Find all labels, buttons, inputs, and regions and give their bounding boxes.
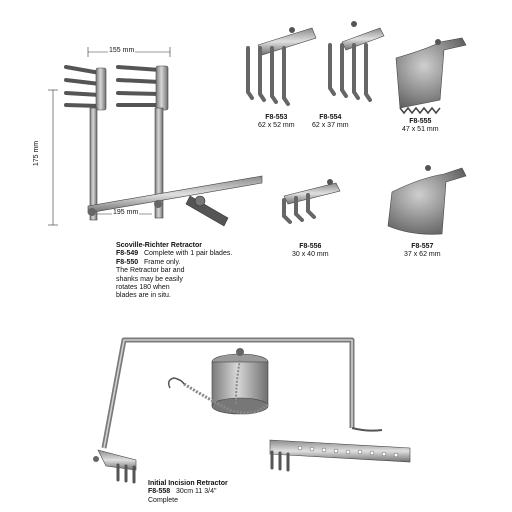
product-caption-f8-557: F8-557 37 x 62 mm — [404, 243, 441, 260]
product-code: F8-557 — [411, 243, 434, 250]
item-code: F8-550 — [116, 258, 139, 266]
product-caption-f8-555: F8-555 47 x 51 mm — [402, 118, 439, 135]
scoop-blade-f8-557-illustration — [387, 165, 467, 235]
height-dimension-label: 175 mm — [33, 139, 41, 168]
scoville-title: Scoville-Richter Retractor — [116, 242, 202, 249]
initial-item-f8-558: F8-558 30cm 11 3/4" — [148, 488, 228, 496]
scoville-item-f8-549: F8-549 Complete with 1 pair blades. — [116, 250, 232, 258]
product-caption-f8-554: F8-554 62 x 37 mm — [312, 114, 349, 131]
product-size: 47 x 51 mm — [402, 126, 439, 134]
item-desc: Complete with 1 pair blades. — [143, 250, 233, 258]
product-code: F8-556 — [299, 243, 322, 250]
scoville-note-line: rotates 180 when — [116, 284, 170, 292]
product-size: 37 x 62 mm — [404, 251, 441, 259]
scoville-richter-caption: Scoville-Richter Retractor F8-549 Comple… — [116, 242, 232, 301]
product-size: 30 x 40 mm — [292, 251, 329, 259]
item-desc: 30cm 11 3/4" — [175, 488, 217, 496]
scoville-note-line: shanks may be easily — [116, 275, 183, 283]
initial-note: Complete — [148, 496, 178, 504]
product-caption-f8-553: F8-553 62 x 52 mm — [258, 114, 295, 131]
rake-blade-f8-556-illustration — [282, 179, 341, 224]
width-dimension-label: 155 mm — [108, 47, 136, 54]
scoville-richter-retractor-illustration — [48, 47, 263, 227]
product-code: F8-555 — [409, 118, 432, 125]
product-code: F8-553 — [265, 114, 288, 121]
scoville-item-f8-550: F8-550 Frame only. — [116, 259, 232, 267]
initial-incision-retractor-illustration — [93, 337, 411, 484]
scoville-note-line: The Retractor bar and — [116, 267, 185, 275]
product-code: F8-554 — [319, 114, 342, 121]
rake-blade-f8-553-illustration — [246, 27, 317, 106]
rake-blade-f8-554-illustration — [328, 21, 385, 102]
initial-incision-caption: Initial Incision Retractor F8-558 30cm 1… — [148, 480, 228, 505]
length-dimension-label: 195 mm — [112, 209, 140, 216]
product-size: 62 x 37 mm — [312, 122, 349, 130]
scoville-note-line: blades are in situ. — [116, 292, 171, 300]
toothed-blade-f8-555-illustration — [395, 37, 467, 115]
item-desc: Frame only. — [143, 258, 181, 266]
initial-title: Initial Incision Retractor — [148, 480, 228, 487]
item-code: F8-549 — [116, 250, 139, 258]
item-code: F8-558 — [148, 488, 171, 496]
product-size: 62 x 52 mm — [258, 122, 295, 130]
product-caption-f8-556: F8-556 30 x 40 mm — [292, 243, 329, 260]
